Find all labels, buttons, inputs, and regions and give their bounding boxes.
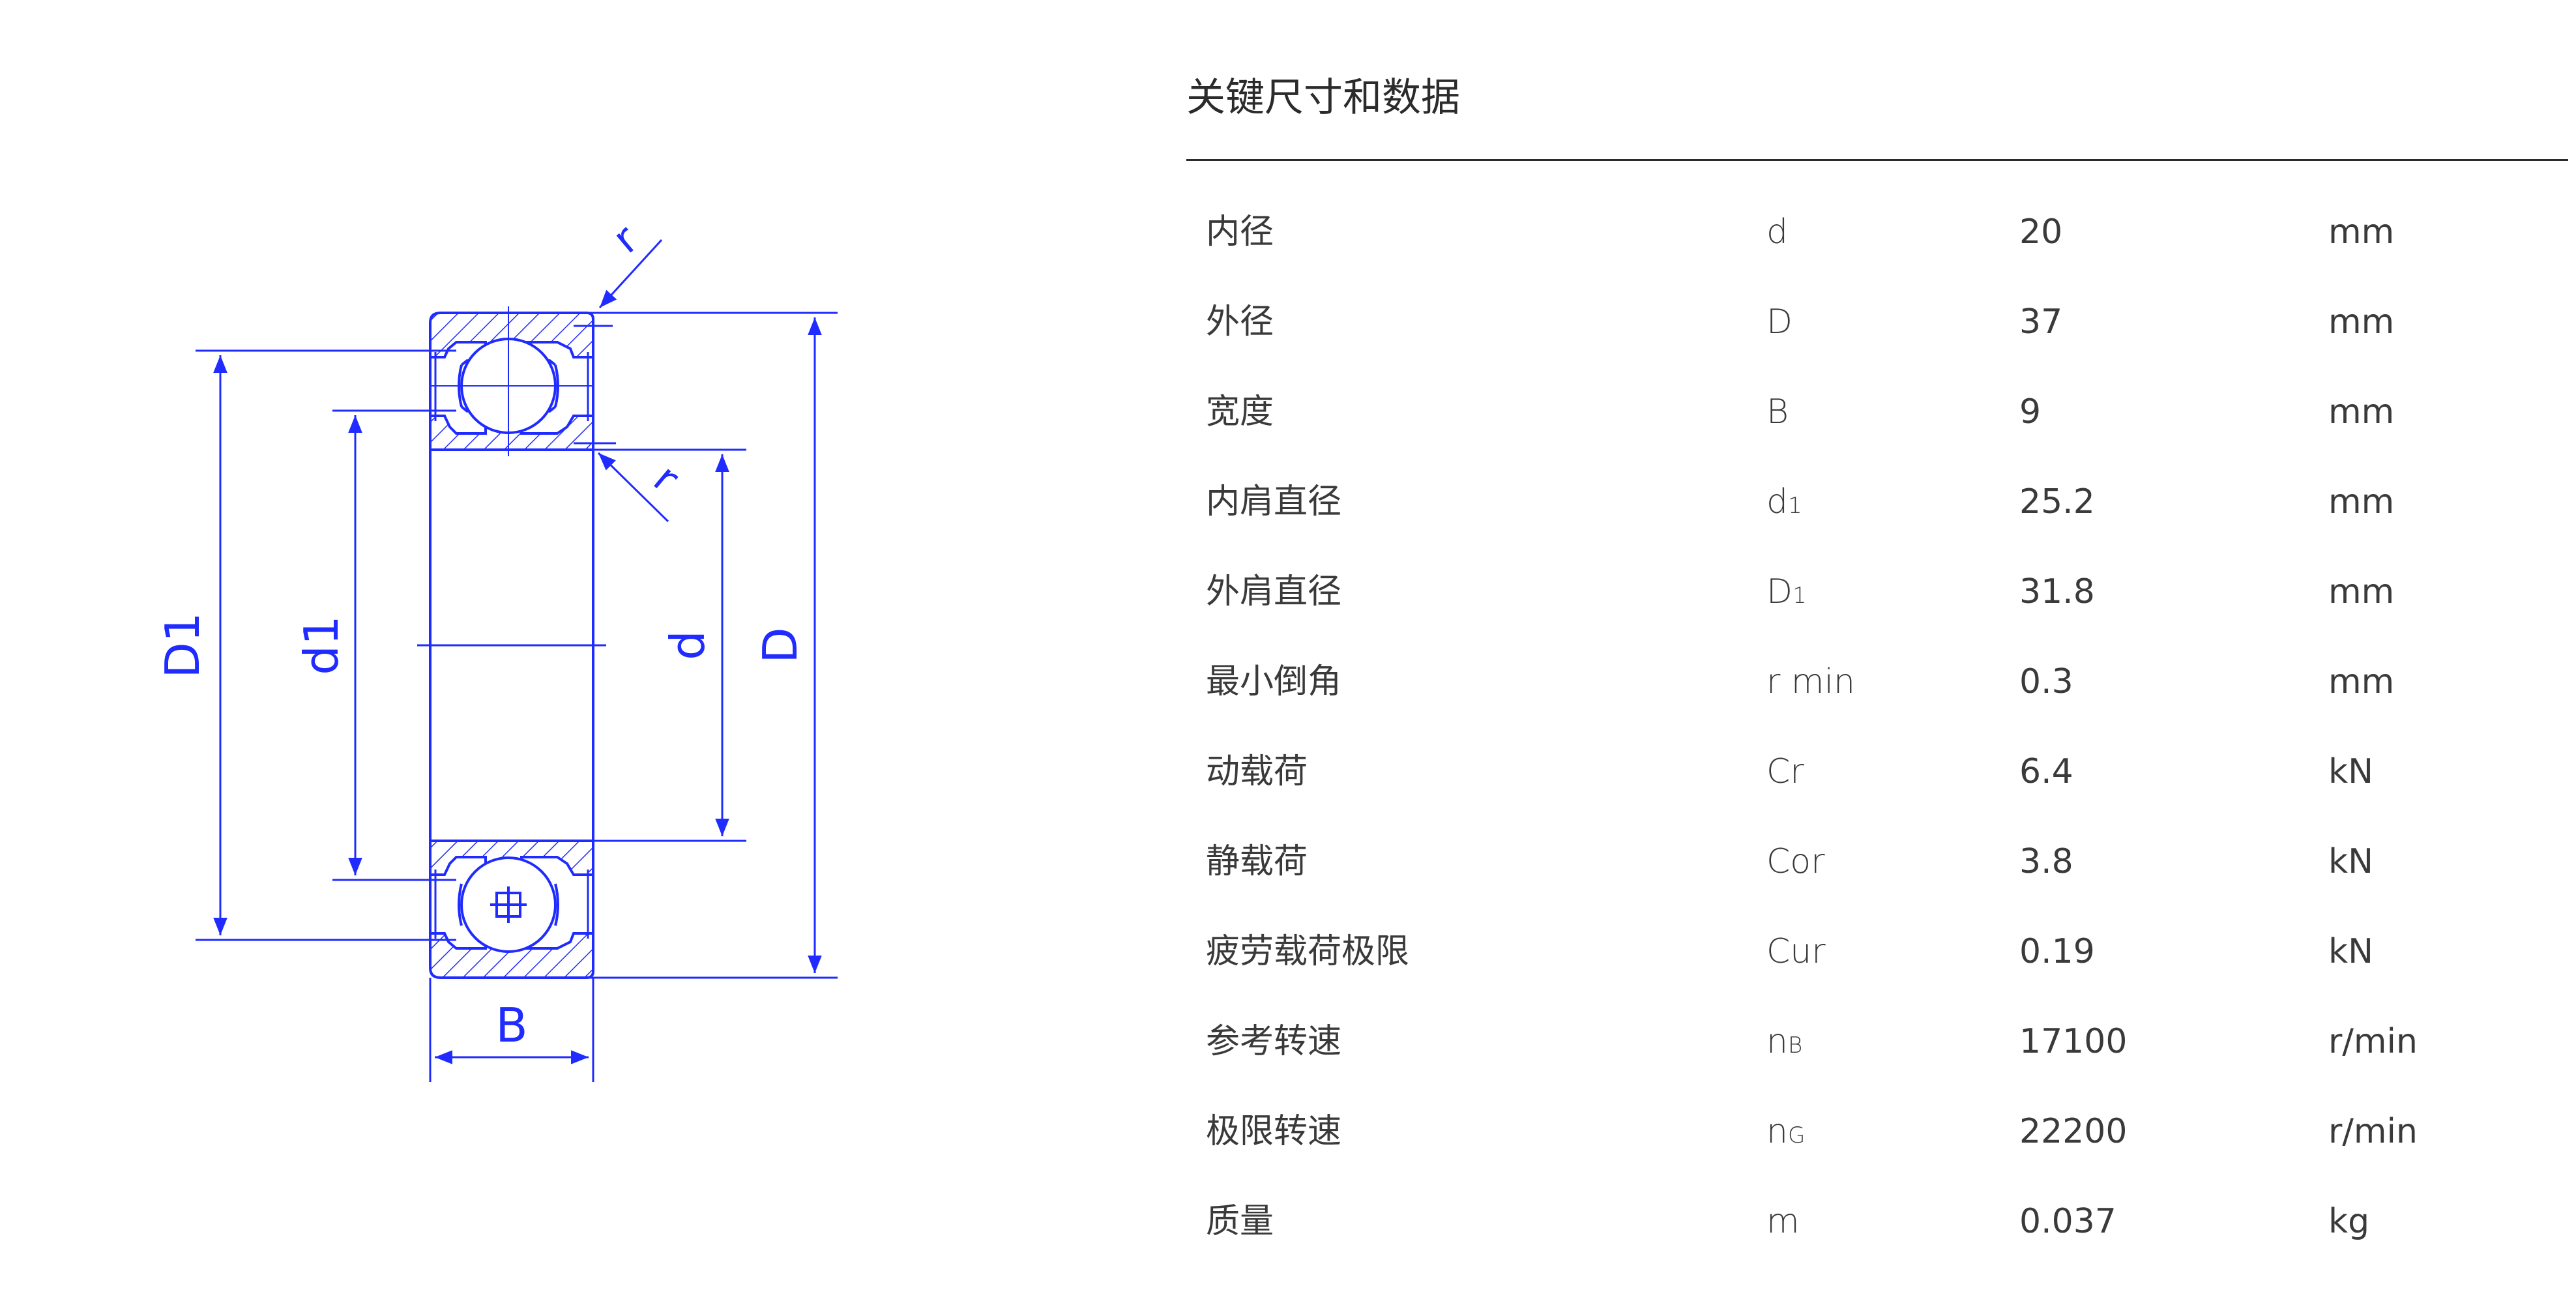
spec-symbol-main: m [1766, 1202, 1800, 1241]
spec-symbol: m [1766, 1177, 1800, 1270]
spec-symbol: Cor [1766, 817, 1825, 911]
label-r-top: r [604, 215, 647, 263]
spec-name: 外径 [1206, 302, 1274, 342]
spec-symbol: B [1766, 367, 1789, 461]
spec-value: 22200 [2019, 1112, 2128, 1151]
spec-symbol-main: D [1766, 302, 1793, 342]
spec-value: 0.3 [2019, 662, 2073, 701]
spec-symbol-main: n [1766, 1112, 1788, 1151]
spec-symbol-main: r min [1766, 662, 1855, 701]
spec-symbol-main: B [1766, 392, 1789, 431]
label-r-mid: r [645, 454, 688, 502]
label-D: D [753, 627, 808, 663]
spec-symbol-subscript: B [1787, 1032, 1803, 1059]
spec-row: 内肩直径 d1 25.2 mm [1186, 457, 2568, 547]
spec-symbol: d [1766, 187, 1788, 281]
dimension-D: D [587, 312, 838, 979]
dimension-B: B [429, 978, 594, 1082]
label-d1: d1 [294, 615, 349, 675]
bearing-cross-section: D1 d1 d D B [155, 215, 838, 1082]
spec-name: 静载荷 [1206, 842, 1308, 881]
spec-value: 31.8 [2019, 572, 2095, 611]
spec-value: 25.2 [2019, 482, 2095, 521]
spec-unit: r/min [2328, 1112, 2418, 1151]
spec-row: 疲劳载荷极限 Cur 0.19 kN [1186, 907, 2568, 997]
spec-unit: mm [2328, 392, 2395, 431]
bore-lines [417, 450, 606, 841]
title-divider [1186, 159, 2568, 161]
spec-unit: kg [2328, 1202, 2370, 1241]
spec-value: 37 [2019, 302, 2063, 342]
spec-name: 最小倒角 [1206, 662, 1342, 701]
spec-symbol-main: Cur [1766, 932, 1826, 971]
spec-value: 3.8 [2019, 842, 2073, 881]
spec-name: 参考转速 [1206, 1022, 1342, 1061]
label-D1: D1 [155, 612, 210, 678]
spec-value: 9 [2019, 392, 2042, 431]
spec-row: 极限转速 nG 22200 r/min [1186, 1087, 2568, 1177]
spec-row: 宽度 B 9 mm [1186, 367, 2568, 457]
spec-unit: mm [2328, 572, 2395, 611]
section-title: 关键尺寸和数据 [1186, 75, 1460, 121]
spec-symbol: Cr [1766, 727, 1804, 821]
spec-symbol: D1 [1766, 547, 1807, 641]
spec-row: 最小倒角 r min 0.3 mm [1186, 637, 2568, 727]
spec-name: 极限转速 [1206, 1112, 1342, 1151]
spec-symbol-subscript: G [1787, 1122, 1806, 1148]
spec-value: 20 [2019, 212, 2063, 252]
bearing-drawing: D1 d1 d D B [0, 0, 1108, 1301]
label-B: B [495, 998, 527, 1053]
spec-symbol: nB [1766, 997, 1802, 1090]
spec-symbol-main: d [1766, 482, 1789, 521]
top-ring-section [429, 306, 594, 456]
spec-name: 疲劳载荷极限 [1206, 932, 1410, 971]
chamfer-r-mid: r [574, 442, 688, 523]
spec-unit: mm [2328, 302, 2395, 342]
spec-name: 质量 [1206, 1202, 1274, 1241]
spec-unit: kN [2328, 842, 2374, 881]
spec-unit: r/min [2328, 1022, 2418, 1061]
spec-symbol-main: Cor [1766, 842, 1825, 881]
spec-value: 6.4 [2019, 752, 2073, 791]
spec-value: 0.037 [2019, 1202, 2116, 1241]
spec-name: 内肩直径 [1206, 482, 1342, 521]
spec-symbol: nG [1766, 1087, 1805, 1180]
spec-unit: kN [2328, 752, 2374, 791]
dimension-d1: d1 [294, 409, 456, 881]
spec-row: 内径 d 20 mm [1186, 187, 2568, 277]
label-d: d [660, 630, 715, 660]
spec-symbol-main: n [1766, 1022, 1788, 1061]
spec-symbol: d1 [1766, 457, 1802, 551]
spec-name: 动载荷 [1206, 752, 1308, 791]
dimension-d: d [574, 448, 746, 842]
spec-unit: mm [2328, 662, 2395, 701]
spec-name: 宽度 [1206, 392, 1274, 431]
spec-symbol-main: d [1766, 212, 1789, 252]
spec-row: 外径 D 37 mm [1186, 277, 2568, 367]
spec-unit: mm [2328, 212, 2395, 252]
spec-row: 动载荷 Cr 6.4 kN [1186, 727, 2568, 817]
spec-row: 外肩直径 D1 31.8 mm [1186, 547, 2568, 637]
spec-row: 静载荷 Cor 3.8 kN [1186, 817, 2568, 907]
spec-symbol-main: D [1766, 572, 1793, 611]
spec-symbol: r min [1766, 637, 1855, 731]
spec-value: 17100 [2019, 1022, 2128, 1061]
spec-name: 外肩直径 [1206, 572, 1342, 611]
spec-symbol: D [1766, 277, 1793, 371]
chamfer-r-top: r [574, 215, 663, 327]
spec-symbol-main: Cr [1766, 752, 1804, 791]
spec-unit: kN [2328, 932, 2374, 971]
spec-value: 0.19 [2019, 932, 2095, 971]
spec-symbol-subscript: 1 [1793, 583, 1807, 609]
spec-symbol: Cur [1766, 907, 1826, 1001]
spec-name: 内径 [1206, 212, 1274, 252]
spec-row: 参考转速 nB 17100 r/min [1186, 997, 2568, 1087]
bottom-ring-section [429, 840, 594, 979]
spec-symbol-subscript: 1 [1788, 493, 1802, 519]
spec-row: 质量 m 0.037 kg [1186, 1177, 2568, 1266]
dimension-D1: D1 [155, 349, 456, 941]
spec-unit: mm [2328, 482, 2395, 521]
